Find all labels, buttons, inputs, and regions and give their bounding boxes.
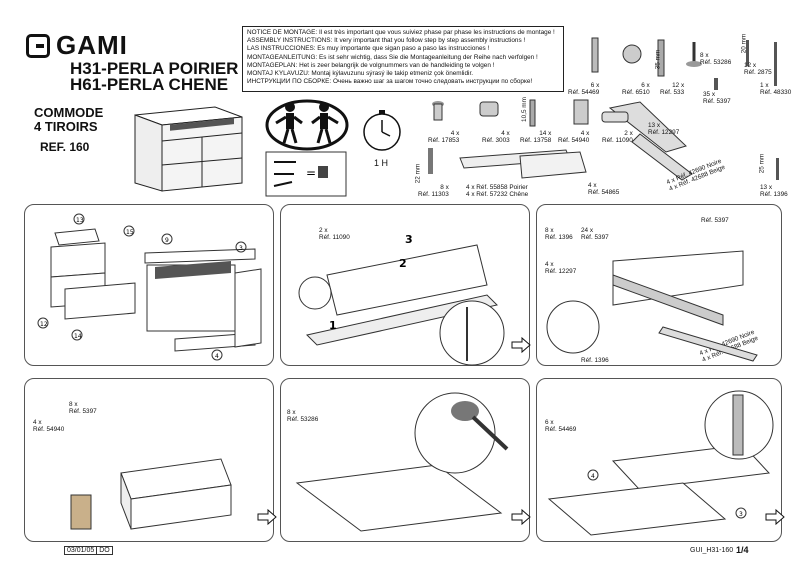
clock-icon (363, 110, 401, 151)
assembly-notice: NOTICE DE MONTAGE: Il est très important… (242, 26, 564, 92)
svg-text:4: 4 (215, 353, 219, 360)
next-arrow-icon (511, 336, 531, 354)
svg-text:2: 2 (399, 257, 407, 270)
svg-text:13: 13 (76, 217, 84, 224)
page-number: 1/4 (736, 545, 749, 555)
gami-logo: GAMI (26, 30, 128, 61)
notice-de: MONTAGEANLEITUNG: Es ist sehr wichtig, d… (247, 53, 538, 61)
step-panel-1: 13 15 9 3 4 12 14 (24, 204, 274, 366)
assembly-time: 1 H (374, 158, 389, 168)
svg-text:=: = (306, 166, 316, 180)
notice-nl: MONTAGEPLAN: Het is zeer belangrijk de v… (247, 61, 495, 69)
dim-10-5: 10,5 mm (520, 97, 528, 122)
brand-name: GAMI (56, 30, 128, 60)
p6-part-4: 4 (591, 473, 595, 480)
footer-date: 03/01/05 DO (64, 546, 113, 555)
product-name-2: 4 TIROIRS (34, 119, 98, 134)
tools-icon: = (265, 151, 347, 197)
next-arrow-icon (511, 508, 531, 526)
p6-part-3: 3 (739, 511, 743, 518)
commode-illustration (134, 106, 243, 192)
notice-en: ASSEMBLY INSTRUCTIONS: It very important… (247, 37, 526, 45)
dim-25: 25 mm (758, 153, 766, 174)
p3-ref-1396: Réf. 1396 (581, 357, 609, 364)
dim-20: 20 mm (740, 33, 748, 54)
gami-logo-icon (26, 33, 50, 58)
title-chene: H61-PERLA CHENE (70, 75, 229, 94)
panel6-drawing: 4 3 (547, 390, 774, 536)
notice-tr: MONTAJ KÝLAVUZU: Montaj kýlavuzunu sýras… (247, 70, 473, 78)
svg-text:3: 3 (239, 245, 243, 252)
title-poirier: H31-PERLA POIRIER (70, 59, 239, 78)
next-arrow-icon (257, 508, 277, 526)
svg-text:12: 12 (40, 321, 48, 328)
svg-text:15: 15 (126, 229, 134, 236)
small-hardware-icons (428, 99, 629, 179)
notice-es: LAS INSTRUCCIONES: Es muy importante que… (247, 45, 490, 53)
panel5-drawing (295, 392, 509, 532)
footer-doc: GUI_H31-160 (690, 547, 734, 554)
exploded-view: 13 15 9 3 4 12 14 (37, 213, 262, 361)
dim-35: 35 mm (654, 49, 662, 70)
notice-fr: NOTICE DE MONTAGE: Il est très important… (247, 29, 555, 36)
notice-ru: ИНСТРУКЦИИ ПО СБОРКЕ: Очень важно шаг за… (247, 78, 533, 86)
panel4-drawing (70, 458, 232, 530)
panel3-drawing (546, 250, 758, 362)
hardware-icons (591, 37, 779, 181)
panel2-drawing: 3 2 1 (298, 233, 505, 366)
product-name-1: COMMODE (34, 105, 104, 120)
dim-22: 22 mm (414, 163, 422, 184)
two-people-icon (265, 99, 349, 151)
svg-text:9: 9 (165, 237, 169, 244)
p3-ref-5397: Réf. 5397 (701, 217, 729, 224)
svg-text:1: 1 (329, 319, 337, 332)
svg-text:14: 14 (74, 333, 82, 340)
svg-text:3: 3 (405, 233, 413, 246)
product-ref: REF. 160 (40, 140, 90, 154)
next-arrow-icon (765, 508, 785, 526)
